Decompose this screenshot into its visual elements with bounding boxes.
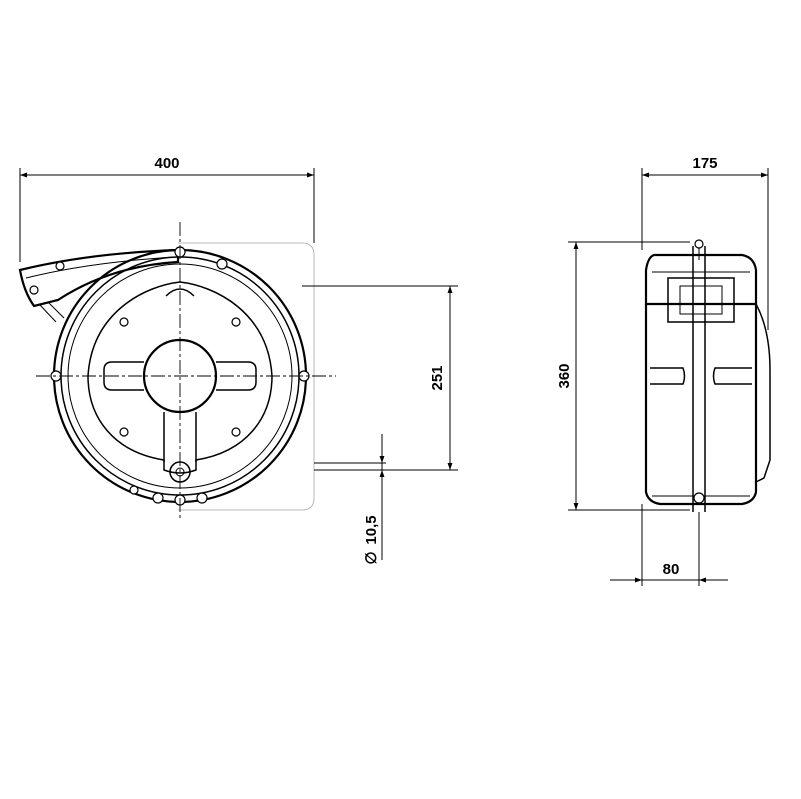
screw-lower-left <box>129 485 139 495</box>
screw-top-right <box>216 258 228 270</box>
screw-inner-1 <box>119 317 129 327</box>
drum-cover-handle-top <box>165 288 195 297</box>
dim-diameter-label: 10,5 <box>363 515 380 544</box>
screw-inner-4 <box>231 427 241 437</box>
side-screw-top <box>694 239 704 249</box>
hose-guide-link <box>39 301 65 323</box>
dim-360-label: 360 <box>556 363 573 388</box>
front-screws <box>29 246 310 506</box>
screw-bottom-right <box>196 492 208 504</box>
side-wall-bracket <box>755 303 771 483</box>
side-handle-right <box>712 367 752 385</box>
dim-251-label: 251 <box>429 365 446 390</box>
wall-bracket-plate <box>178 242 315 511</box>
side-screw-bottom <box>693 492 705 504</box>
side-view <box>644 239 771 512</box>
screw-inner-3 <box>119 427 129 437</box>
dim-80-label: 80 <box>663 561 680 578</box>
side-handle-left <box>650 367 686 385</box>
screw-inner-2 <box>231 317 241 327</box>
dim-diameter-text: ∅ 10,5 <box>363 515 380 564</box>
drum-cover <box>87 281 273 474</box>
dim-diameter-symbol: ∅ <box>363 551 380 564</box>
side-main-body <box>644 304 758 506</box>
front-view <box>18 222 386 520</box>
dim-400-label: 400 <box>154 155 179 172</box>
screw-arm-end <box>29 285 39 295</box>
hub-slot-left <box>103 361 144 391</box>
hose-guide-arm <box>18 248 180 308</box>
hose-outlet-bracket <box>163 412 197 462</box>
screw-bottom-left <box>152 492 164 504</box>
dim-175-label: 175 <box>692 155 717 172</box>
hose-guide-arm-inner <box>25 256 177 279</box>
side-top-cap <box>644 253 758 306</box>
side-guide-window <box>667 277 735 323</box>
side-dimensions: 175 360 80 <box>556 155 769 586</box>
front-dimensions: 400 251 ∅ 10,5 <box>19 155 458 565</box>
side-screws <box>693 239 705 504</box>
side-guide-inner <box>679 285 723 315</box>
screw-arm <box>55 261 65 271</box>
